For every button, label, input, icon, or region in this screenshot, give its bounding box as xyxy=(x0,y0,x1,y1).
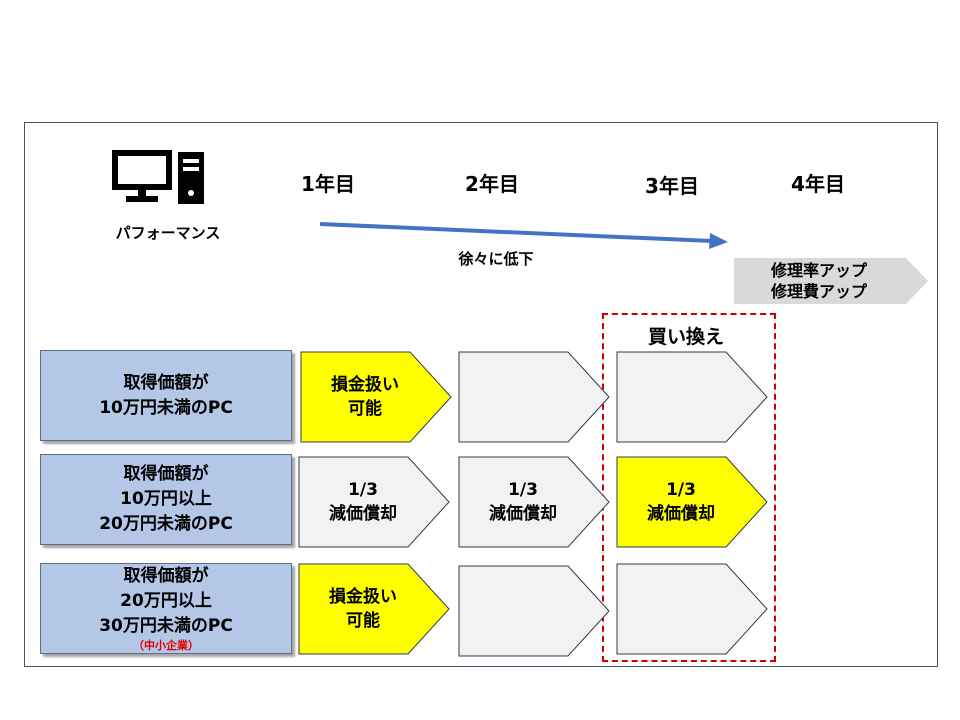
cell-r3-y3 xyxy=(616,563,768,655)
chevron-shape xyxy=(458,351,610,443)
cell-text-line: 減価償却 xyxy=(329,504,397,524)
cell-text-line: 1/3 xyxy=(508,480,538,500)
row-label-200k-300k: 取得価額が 20万円以上 30万円未満のPC （中小企業） xyxy=(40,563,292,654)
cell-text-line: 減価償却 xyxy=(489,504,557,524)
row-label-line: 取得価額が xyxy=(123,372,209,393)
chevron-shape xyxy=(298,456,450,548)
cell-text-line: 1/3 xyxy=(348,480,378,500)
cell-text-line: 可能 xyxy=(348,399,382,419)
cell-text-line: 損金扱い xyxy=(331,375,399,395)
row-label-line: 10万円以上 xyxy=(120,489,212,509)
chevron-shape xyxy=(298,563,450,655)
cell-text-line: 可能 xyxy=(346,611,380,631)
cell-r1-y1: 損金扱い 可能 xyxy=(300,351,452,443)
diagram-frame xyxy=(24,122,938,667)
repair-cost-text: 修理費アップ xyxy=(770,282,867,301)
year-2-label: 2年目 xyxy=(465,172,519,196)
year-4-label: 4年目 xyxy=(791,172,845,196)
year-3-label: 3年目 xyxy=(645,174,699,198)
repair-rate-text: 修理率アップ xyxy=(770,261,867,280)
computer-icon xyxy=(112,150,204,204)
chevron-shape xyxy=(458,565,610,657)
row-label-line: 10万円未満のPC xyxy=(99,397,233,418)
cell-r2-y2: 1/3 減価償却 xyxy=(458,456,610,548)
chevron-shape xyxy=(458,456,610,548)
row-label-under-100k: 取得価額が 10万円未満のPC xyxy=(40,350,292,441)
row-label-line: 取得価額が xyxy=(123,464,209,484)
chevron-shape xyxy=(616,351,768,443)
cell-r3-y1: 損金扱い 可能 xyxy=(298,563,450,655)
chevron-shape xyxy=(616,563,768,655)
cell-r2-y3: 1/3 減価償却 xyxy=(616,456,768,548)
year-1-label: 1年目 xyxy=(301,172,355,196)
row-label-line: 20万円未満のPC xyxy=(99,514,233,534)
repair-increase-shape: 修理率アップ 修理費アップ xyxy=(734,258,928,304)
chevron-shape xyxy=(616,456,768,548)
replacement-highlight-box xyxy=(602,313,776,662)
row-label-100k-200k: 取得価額が 10万円以上 20万円未満のPC xyxy=(40,454,292,545)
cell-r3-y2 xyxy=(458,565,610,657)
decline-label: 徐々に低下 xyxy=(458,250,534,268)
chevron-shape xyxy=(300,351,452,443)
row-label-note: （中小企業） xyxy=(133,639,199,652)
cell-r2-y1: 1/3 減価償却 xyxy=(298,456,450,548)
cell-text-line: 損金扱い xyxy=(329,587,397,607)
row-label-line: 20万円以上 xyxy=(120,591,212,611)
replace-label: 買い換え xyxy=(647,326,724,348)
row-label-line: 30万円未満のPC xyxy=(99,616,233,636)
cell-r1-y2 xyxy=(458,351,610,443)
performance-decline-arrow xyxy=(319,222,728,249)
performance-label: パフォーマンス xyxy=(115,224,221,242)
cell-r1-y3 xyxy=(616,351,768,443)
row-label-line: 取得価額が xyxy=(123,566,209,586)
cell-text-line: 1/3 xyxy=(666,480,696,500)
repair-pentagon-shape xyxy=(734,258,928,304)
cell-text-line: 減価償却 xyxy=(647,504,715,524)
